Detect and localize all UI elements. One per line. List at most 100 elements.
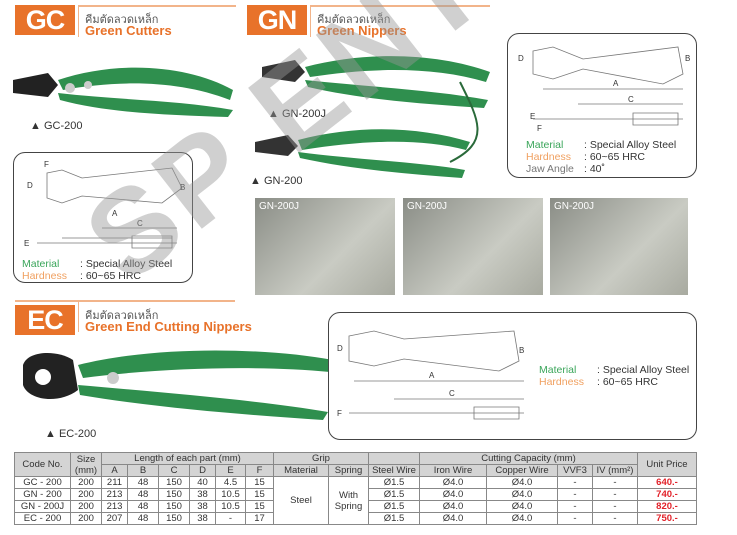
- gn-200-label: ▲ GN-200: [250, 175, 303, 187]
- photo-label: GN-200J: [407, 201, 448, 212]
- cell-copper: Ø4.0: [486, 512, 558, 525]
- cell-C: 150: [158, 500, 190, 513]
- cell-E: 4.5: [215, 476, 246, 489]
- cell-C: 150: [158, 476, 190, 489]
- cell-B: 48: [127, 488, 159, 501]
- spec-price-table: Code No. Size (mm) Length of each part (…: [14, 452, 697, 525]
- cell-E: 10.5: [215, 488, 246, 501]
- gc-spec-box: F D B A C E Material: Special Alloy Stee…: [13, 152, 193, 283]
- dim-d: D: [27, 181, 33, 190]
- cell-iron: Ø4.0: [419, 512, 487, 525]
- spec-value: : Special Alloy Steel: [80, 258, 173, 270]
- cell-D: 38: [189, 500, 216, 513]
- gn-200j-photo: GN-200J: [550, 198, 688, 295]
- dim-b: B: [180, 183, 185, 192]
- ec-spec-box: D B A C F Material: Special Alloy Steel …: [328, 312, 697, 440]
- dim-b: B: [519, 346, 524, 355]
- gn-badge: GN: [247, 5, 307, 35]
- cell-vvf: -: [557, 488, 593, 501]
- photo-label: GN-200J: [554, 201, 595, 212]
- th-blank: [368, 452, 420, 465]
- cell-B: 48: [127, 500, 159, 513]
- ec-badge: EC: [15, 305, 75, 335]
- cell-size: 200: [70, 488, 102, 501]
- dim-f: F: [337, 409, 342, 418]
- cell-A: 207: [101, 512, 128, 525]
- cell-A: 211: [101, 476, 128, 489]
- dim-a: A: [112, 209, 118, 218]
- cell-B: 48: [127, 476, 159, 489]
- cell-C: 150: [158, 512, 190, 525]
- cell-size: 200: [70, 500, 102, 513]
- cell-D: 40: [189, 476, 216, 489]
- cell-price: 740.-: [637, 488, 697, 501]
- divider: [78, 5, 79, 37]
- cell-vvf: -: [557, 512, 593, 525]
- cell-code: GN - 200: [14, 488, 71, 501]
- gn-thai-title: คีมตัดลวดเหล็ก: [317, 14, 391, 26]
- cell-iv: -: [592, 500, 638, 513]
- gn-specs: Material: Special Alloy Steel Hardness: …: [526, 139, 676, 175]
- photo-label: GN-200J: [259, 201, 300, 212]
- th-e: E: [215, 464, 246, 477]
- cell-F: 17: [245, 512, 274, 525]
- gn-product-image: [255, 56, 490, 178]
- cell-F: 15: [245, 488, 274, 501]
- cell-F: 15: [245, 500, 274, 513]
- th-steel-wire: Steel Wire: [368, 464, 420, 477]
- gn-200j-label: ▲ GN-200J: [268, 108, 326, 120]
- spec-key: Material: [22, 258, 60, 270]
- spec-value: : Special Alloy Steel: [584, 139, 677, 151]
- ec-thai-title: คีมตัดลวดเหล็ก: [85, 310, 159, 322]
- ec-specs: Material: Special Alloy Steel Hardness: …: [539, 364, 689, 388]
- cell-copper: Ø4.0: [486, 476, 558, 489]
- cell-iron: Ø4.0: [419, 476, 487, 489]
- th-size: Size (mm): [70, 452, 102, 477]
- gc-200-label: ▲ GC-200: [30, 120, 83, 132]
- dim-a: A: [613, 79, 619, 88]
- cell-vvf: -: [557, 476, 593, 489]
- divider: [78, 300, 79, 332]
- cell-copper: Ø4.0: [486, 488, 558, 501]
- cell-grip-spring: With Spring: [328, 476, 369, 525]
- th-spring: Spring: [328, 464, 369, 477]
- cell-iv: -: [592, 512, 638, 525]
- th-b: B: [127, 464, 159, 477]
- dim-c: C: [137, 219, 143, 228]
- cell-size: 200: [70, 476, 102, 489]
- cell-grip-material: Steel: [273, 476, 329, 525]
- th-f: F: [245, 464, 274, 477]
- divider: [78, 5, 236, 7]
- spec-value: : 60~65 HRC: [597, 376, 658, 388]
- ec-200-product-image: [23, 350, 333, 420]
- cell-C: 150: [158, 488, 190, 501]
- cell-iron: Ø4.0: [419, 500, 487, 513]
- cell-size: 200: [70, 512, 102, 525]
- spec-key: Hardness: [526, 151, 571, 163]
- cell-A: 213: [101, 488, 128, 501]
- dim-a: A: [429, 371, 435, 380]
- spec-key: Material: [539, 364, 577, 376]
- th-a: A: [101, 464, 128, 477]
- th-price: Unit Price: [637, 452, 697, 477]
- divider: [310, 5, 311, 37]
- divider: [310, 5, 490, 7]
- spec-value: : 40˚: [584, 163, 606, 175]
- cell-B: 48: [127, 512, 159, 525]
- cell-steel: Ø1.5: [368, 488, 420, 501]
- spec-value: : 60~65 HRC: [584, 151, 645, 163]
- gn-title: Green Nippers: [317, 23, 407, 38]
- cell-F: 15: [245, 476, 274, 489]
- cell-iv: -: [592, 476, 638, 489]
- dim-c: C: [449, 389, 455, 398]
- th-grip: Grip: [273, 452, 369, 465]
- th-iron-wire: Iron Wire: [419, 464, 487, 477]
- gn-200j-photo: GN-200J: [403, 198, 543, 295]
- th-code: Code No.: [14, 452, 71, 477]
- cell-D: 38: [189, 488, 216, 501]
- spec-value: : Special Alloy Steel: [597, 364, 690, 376]
- dim-f: F: [537, 124, 542, 133]
- spec-value: : 60~65 HRC: [80, 270, 141, 282]
